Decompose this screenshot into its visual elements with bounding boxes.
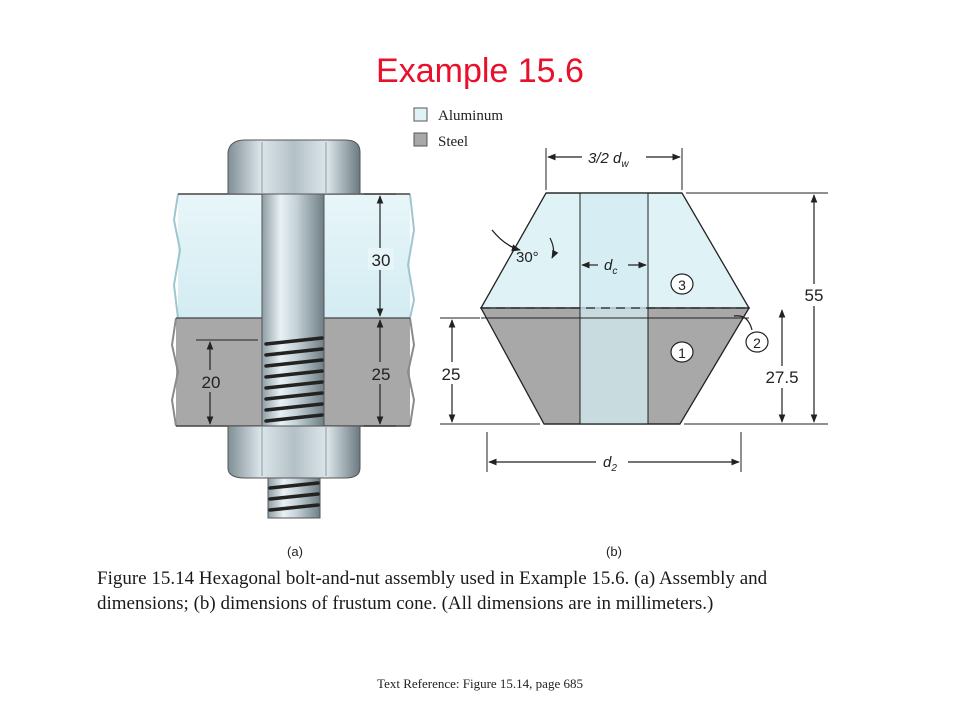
angle-annotation: 30°	[491, 229, 559, 266]
bolt-head	[227, 139, 361, 195]
legend-swatch-aluminum	[413, 107, 428, 122]
legend-label-aluminum: Aluminum	[438, 108, 503, 124]
panel-a-assembly: 30 25 20 (a)	[170, 139, 416, 559]
dim-hole-width: dc	[581, 257, 647, 277]
svg-text:3: 3	[678, 277, 686, 293]
dim-label-20: 20	[202, 373, 221, 392]
dim-label-30: 30	[372, 251, 391, 270]
legend-swatch-steel	[413, 132, 428, 147]
dim-total-height: 55	[684, 192, 828, 425]
dim-bottom-width: d2	[486, 432, 742, 474]
legend-label-steel: Steel	[438, 134, 468, 150]
angle-label: 30°	[516, 249, 539, 266]
dim-thread: 20	[196, 339, 258, 425]
dim-label-hole-width: dc	[604, 257, 617, 277]
bolt-shank	[261, 193, 325, 427]
dim-label-27-5: 27.5	[765, 368, 798, 387]
dim-left-height: 25	[436, 317, 540, 425]
svg-text:1: 1	[678, 345, 686, 361]
dim-half-height: 27.5	[758, 309, 806, 423]
dim-label-25-a: 25	[372, 365, 391, 384]
region-marker-2: 2	[733, 315, 769, 353]
text-reference: Text Reference: Figure 15.14, page 685	[377, 676, 583, 691]
panel-b-frustum: 3/2 dw dc 30° 3 1 2	[436, 148, 828, 559]
dim-bottom-plate: 25	[364, 319, 396, 427]
svg-text:2: 2	[753, 335, 761, 351]
dim-label-25-b: 25	[442, 365, 461, 384]
region-marker-3: 3	[670, 273, 694, 295]
dim-label-top-width: 3/2 dw	[588, 150, 629, 170]
dim-label-55: 55	[805, 286, 824, 305]
panel-a-label: (a)	[287, 544, 303, 559]
dim-top-width: 3/2 dw	[545, 148, 683, 190]
dim-label-bottom-width: d2	[603, 454, 617, 474]
slide-title: Example 15.6	[376, 52, 584, 90]
region-marker-1: 1	[670, 341, 694, 363]
legend: Aluminum Steel	[413, 107, 503, 150]
bolt-threads	[264, 336, 324, 423]
panel-b-label: (b)	[606, 544, 622, 559]
dim-top-plate: 30	[364, 193, 396, 317]
nut	[227, 425, 361, 479]
figure-caption: Figure 15.14 Hexagonal bolt-and-nut asse…	[97, 568, 768, 614]
